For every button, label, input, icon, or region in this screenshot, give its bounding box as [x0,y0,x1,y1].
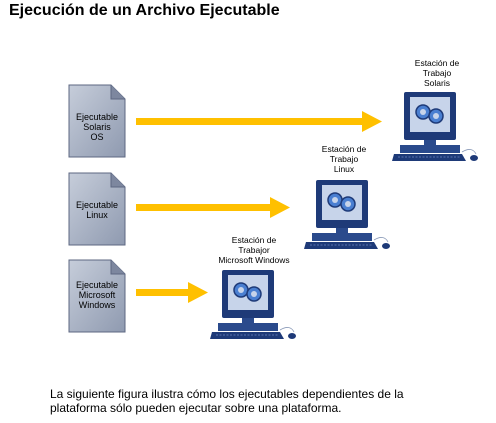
workstation-solaris-icon [391,91,479,162]
station-label-line: Trabajo [329,154,359,164]
station-label-line: Estación de [321,144,367,154]
station-label-line: Linux [333,164,355,174]
station-label-line: Solaris [424,78,450,88]
doc-label-line: Linux [86,210,108,220]
caption-line: La siguiente figura ilustra cómo los eje… [50,387,404,401]
arrow-windows [136,282,208,303]
page-title: Ejecución de un Archivo Ejecutable [9,2,280,19]
station-windows-label: Estación de Trabajor Microsoft Windows [199,235,309,265]
station-label-line: Estación de [414,58,460,68]
doc-label-line: OS [90,132,104,142]
doc-label-line: Windows [78,300,116,310]
station-label-line: Trabajor [238,245,270,255]
doc-label-line: Ejecutable [75,280,119,290]
workstation-linux-icon [303,179,391,250]
arrow-solaris [136,111,382,132]
station-label-line: Microsoft Windows [218,255,290,265]
station-label-line: Trabajo [422,68,452,78]
caption-line: plataforma sólo pueden ejecutar sobre un… [50,401,342,415]
station-solaris-label: Estación de Trabajo Solaris [382,58,492,88]
workstation-windows-icon [209,269,297,340]
doc-label-line: Ejecutable [75,112,119,122]
document-windows-label: Ejecutable Microsoft Windows [69,280,125,310]
document-linux-label: Ejecutable Linux [69,200,125,220]
station-linux-label: Estación de Trabajo Linux [289,144,399,174]
doc-label-line: Solaris [83,122,111,132]
figure-caption: La siguiente figura ilustra cómo los eje… [50,387,495,415]
arrow-linux [136,197,290,218]
doc-label-line: Microsoft [78,290,116,300]
doc-label-line: Ejecutable [75,200,119,210]
station-label-line: Estación de [231,235,277,245]
document-solaris-label: Ejecutable Solaris OS [69,112,125,142]
